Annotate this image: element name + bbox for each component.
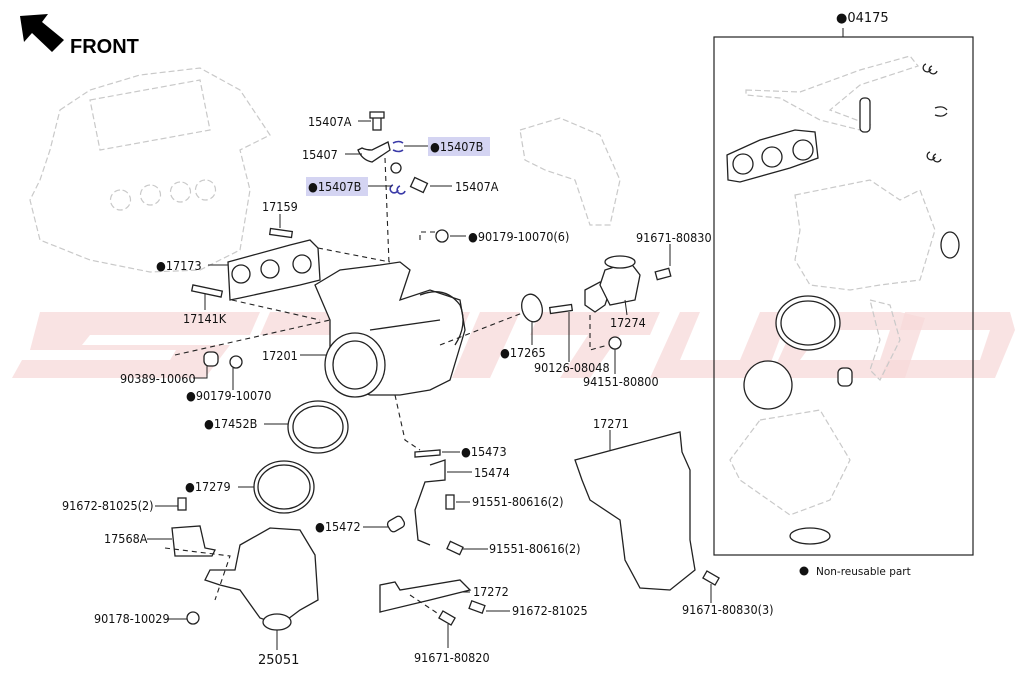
turbocharger-17201-drawing: [174, 261, 531, 451]
gasket-15472-drawing: [386, 515, 406, 533]
leader-dash: [409, 594, 441, 616]
front-arrow-icon: [20, 14, 64, 52]
leader-lines: [147, 120, 712, 650]
non-reusable-bullet-icon: [799, 566, 809, 576]
part-label[interactable]: 15474: [474, 465, 510, 480]
legend: Non-reusable part: [799, 566, 911, 578]
part-label[interactable]: 17274: [610, 315, 646, 330]
nut-90389-drawing: [203, 351, 219, 367]
part-label[interactable]: 15407A: [308, 114, 352, 129]
part-label[interactable]: 91671-80830: [636, 230, 712, 245]
non-reusable-bullet-icon: ●: [186, 388, 196, 403]
catalytic-25051-drawing: [164, 527, 319, 631]
part-label[interactable]: 17272: [473, 584, 509, 599]
engine-ghost-outline: [29, 67, 621, 273]
part-label[interactable]: 15407: [302, 147, 338, 162]
gasket-17279-drawing: [253, 460, 315, 514]
part-label[interactable]: ●17265: [500, 345, 546, 360]
highlight-15407b-right: [428, 137, 490, 156]
stud-17141k-drawing: [190, 284, 224, 298]
part-label[interactable]: 15407A: [455, 179, 499, 194]
part-label[interactable]: 17271: [593, 416, 629, 431]
non-reusable-bullet-icon: ●: [185, 479, 195, 494]
non-reusable-bullet-icon: ●: [156, 258, 166, 273]
part-label[interactable]: ●17452B: [204, 416, 257, 431]
non-reusable-bullet-icon: ●: [308, 179, 318, 194]
pipe-15474-drawing: [414, 459, 446, 546]
part-label[interactable]: 91551-80616(2): [472, 494, 564, 509]
nut-94151-drawing: [608, 336, 622, 350]
part-label[interactable]: 94151-80800: [583, 374, 659, 389]
nut-90179-drawing: [229, 355, 243, 369]
part-label[interactable]: ●17279: [185, 479, 231, 494]
bolt-91671-80820-drawing: [438, 610, 456, 626]
part-label[interactable]: 17159: [262, 199, 298, 214]
leader-dash: [589, 315, 609, 351]
heat-insulator-17271-drawing: [574, 431, 696, 591]
non-reusable-bullet-icon: ●: [836, 11, 847, 26]
non-reusable-bullet-icon: ●: [430, 139, 440, 154]
part-label[interactable]: 90126-08048: [534, 360, 610, 375]
front-indicator: FRONT: [20, 14, 139, 58]
part-label[interactable]: ●15407B: [308, 179, 361, 194]
elbow-17274-drawing: [584, 255, 641, 313]
stud-17159-drawing: [268, 227, 294, 239]
part-label[interactable]: ●15407B: [430, 139, 483, 154]
legend-text: Non-reusable part: [816, 566, 911, 578]
part-15407-group: [357, 111, 429, 291]
non-reusable-bullet-icon: ●: [468, 229, 478, 244]
gasket-15473-drawing: [414, 449, 441, 458]
part-label[interactable]: ●17173: [156, 258, 202, 273]
bolt-91551-b-drawing: [446, 540, 464, 556]
bolt-91671-80830-drawing: [654, 267, 672, 281]
part-labels: ●04175 15407A 15407 ●15407B ●15407B 1540…: [62, 11, 889, 668]
clamp-17452b-drawing: [287, 400, 349, 454]
front-label: FRONT: [70, 36, 139, 58]
bracket-17272-drawing: [379, 579, 472, 613]
gasket-17265-drawing: [521, 293, 543, 323]
part-label[interactable]: ●15472: [315, 519, 361, 534]
kit-label[interactable]: ●04175: [836, 11, 889, 26]
gasket-17173-drawing: [227, 239, 391, 321]
stud-90126-drawing: [548, 303, 574, 315]
bolt-91551-a-drawing: [445, 494, 455, 510]
leader-dash: [419, 231, 436, 240]
non-reusable-bullet-icon: ●: [204, 416, 214, 431]
part-label[interactable]: 90178-10029: [94, 611, 170, 626]
gasket-kit-04175-box: [713, 28, 974, 556]
part-label[interactable]: 91671-80830(3): [682, 602, 774, 617]
bracket-17568a-drawing: [171, 525, 216, 557]
bolt-91671-80830-3-drawing: [702, 570, 720, 586]
part-label[interactable]: ●90179-10070: [186, 388, 271, 403]
non-reusable-bullet-icon: ●: [500, 345, 510, 360]
part-label[interactable]: ●90179-10070(6): [468, 229, 569, 244]
bolt-91672-2-drawing: [177, 497, 187, 511]
non-reusable-bullet-icon: ●: [315, 519, 325, 534]
part-label[interactable]: 17201: [262, 348, 298, 363]
part-label[interactable]: 25051: [258, 653, 299, 668]
part-label[interactable]: 91671-80820: [414, 650, 490, 665]
nut-90179-6-drawing: [435, 229, 449, 243]
bolt-91672-drawing: [468, 600, 486, 614]
part-label[interactable]: 91551-80616(2): [489, 541, 581, 556]
part-label[interactable]: 17141K: [183, 311, 227, 326]
highlight-15407b-left: [306, 177, 368, 196]
non-reusable-bullet-icon: ●: [461, 444, 471, 459]
part-label[interactable]: 90389-10060: [120, 371, 196, 386]
part-label[interactable]: 17568A: [104, 531, 148, 546]
part-label[interactable]: 91672-81025: [512, 603, 588, 618]
part-label[interactable]: ●15473: [461, 444, 507, 459]
part-label[interactable]: 91672-81025(2): [62, 498, 154, 513]
nut-90178-drawing: [186, 611, 200, 625]
